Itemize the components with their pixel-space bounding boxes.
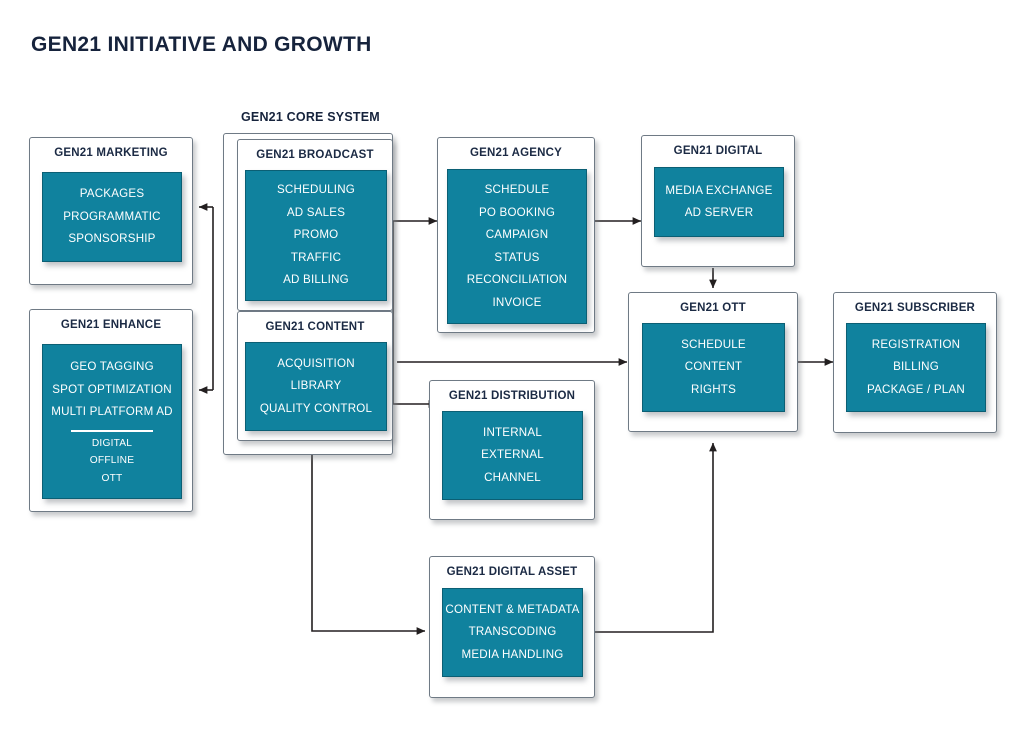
panel-sub-item: OFFLINE (89, 455, 135, 466)
box-gen21-digital-asset-title: GEN21 DIGITAL ASSET (446, 566, 578, 578)
panel-item: QUALITY CONTROL (259, 401, 373, 415)
panel-item: CHANNEL (484, 470, 541, 484)
box-gen21-marketing-title: GEN21 MARKETING (54, 147, 168, 159)
panel-sub-item: DIGITAL (91, 437, 133, 449)
box-gen21-digital-asset-panel: CONTENT & METADATA TRANSCODING MEDIA HAN… (442, 588, 583, 677)
box-gen21-ott-panel: SCHEDULE CONTENT RIGHTS (642, 323, 785, 412)
box-gen21-distribution-title: GEN21 DISTRIBUTION (448, 390, 576, 402)
box-gen21-distribution[interactable]: GEN21 DISTRIBUTION INTERNAL EXTERNAL CHA… (429, 380, 595, 520)
panel-item: EXTERNAL (481, 448, 544, 462)
panel-item: STATUS (494, 250, 540, 264)
box-gen21-agency-title: GEN21 AGENCY (469, 147, 563, 159)
panel-item: REGISTRATION (871, 337, 961, 351)
panel-item: PROMO (293, 228, 339, 242)
box-gen21-content-panel: ACQUISITION LIBRARY QUALITY CONTROL (245, 342, 387, 431)
panel-sub-item: OTT (101, 472, 123, 484)
box-gen21-marketing-panel: PACKAGES PROGRAMMATIC SPONSORSHIP (42, 172, 182, 262)
panel-item: LIBRARY (290, 379, 342, 393)
box-gen21-agency-panel: SCHEDULE PO BOOKING CAMPAIGN STATUS RECO… (447, 169, 587, 324)
box-gen21-digital-title: GEN21 DIGITAL (673, 145, 763, 157)
panel-item: PACKAGES (79, 187, 145, 201)
panel-item: MEDIA HANDLING (461, 647, 564, 661)
panel-item: PACKAGE / PLAN (867, 382, 965, 396)
panel-item: TRAFFIC (290, 250, 342, 264)
panel-item: BILLING (893, 360, 939, 374)
panel-item: MULTI PLATFORM AD (51, 405, 173, 418)
core-system-group-label: GEN21 CORE SYSTEM (241, 110, 380, 124)
box-gen21-broadcast[interactable]: GEN21 BROADCAST SCHEDULING AD SALES PROM… (237, 139, 393, 311)
box-gen21-ott[interactable]: GEN21 OTT SCHEDULE CONTENT RIGHTS (628, 292, 798, 432)
panel-divider (71, 429, 153, 432)
panel-item: PROGRAMMATIC (63, 209, 161, 223)
box-gen21-enhance-panel: GEO TAGGING SPOT OPTIMIZATION MULTI PLAT… (42, 344, 182, 499)
box-gen21-content-title: GEN21 CONTENT (265, 321, 365, 333)
panel-item: ACQUISITION (277, 356, 355, 370)
box-gen21-digital[interactable]: GEN21 DIGITAL MEDIA EXCHANGE AD SERVER (641, 135, 795, 267)
panel-item: RIGHTS (691, 382, 736, 396)
box-gen21-distribution-panel: INTERNAL EXTERNAL CHANNEL (442, 411, 583, 500)
box-gen21-digital-asset[interactable]: GEN21 DIGITAL ASSET CONTENT & METADATA T… (429, 556, 595, 698)
panel-item: SCHEDULE (484, 183, 550, 196)
box-gen21-content[interactable]: GEN21 CONTENT ACQUISITION LIBRARY QUALIT… (237, 311, 393, 441)
box-gen21-agency[interactable]: GEN21 AGENCY SCHEDULE PO BOOKING CAMPAIG… (437, 137, 595, 333)
panel-item: INVOICE (492, 295, 542, 309)
panel-item: GEO TAGGING (70, 360, 154, 373)
box-gen21-ott-title: GEN21 OTT (680, 302, 746, 314)
panel-item: CONTENT & METADATA (445, 602, 580, 616)
box-gen21-broadcast-panel: SCHEDULING AD SALES PROMO TRAFFIC AD BIL… (245, 170, 387, 301)
box-gen21-marketing[interactable]: GEN21 MARKETING PACKAGES PROGRAMMATIC SP… (29, 137, 193, 285)
box-gen21-broadcast-title: GEN21 BROADCAST (256, 149, 374, 161)
connector-paths (198, 203, 834, 635)
panel-item: CAMPAIGN (485, 228, 549, 241)
page-title: GEN21 INITIATIVE AND GROWTH (31, 33, 372, 56)
panel-item: AD SERVER (684, 206, 754, 219)
panel-item: PO BOOKING (478, 205, 556, 219)
panel-item: CONTENT (684, 360, 743, 374)
panel-item: SCHEDULE (681, 337, 746, 351)
panel-item: AD SALES (286, 205, 346, 219)
panel-item: TRANSCODING (468, 625, 557, 639)
panel-item: SCHEDULING (276, 183, 356, 197)
box-gen21-subscriber-panel: REGISTRATION BILLING PACKAGE / PLAN (846, 323, 986, 412)
panel-item: SPOT OPTIMIZATION (52, 382, 172, 396)
box-gen21-enhance-title: GEN21 ENHANCE (60, 319, 162, 331)
panel-item: SPONSORSHIP (68, 232, 156, 246)
box-gen21-subscriber[interactable]: GEN21 SUBSCRIBER REGISTRATION BILLING PA… (833, 292, 997, 433)
panel-item: INTERNAL (483, 425, 542, 439)
box-gen21-enhance[interactable]: GEN21 ENHANCE GEO TAGGING SPOT OPTIMIZAT… (29, 309, 193, 512)
box-gen21-digital-panel: MEDIA EXCHANGE AD SERVER (654, 167, 784, 237)
panel-item: AD BILLING (283, 273, 349, 287)
panel-item: MEDIA EXCHANGE (665, 183, 773, 197)
box-gen21-subscriber-title: GEN21 SUBSCRIBER (854, 302, 976, 314)
panel-item: RECONCILIATION (466, 273, 568, 286)
